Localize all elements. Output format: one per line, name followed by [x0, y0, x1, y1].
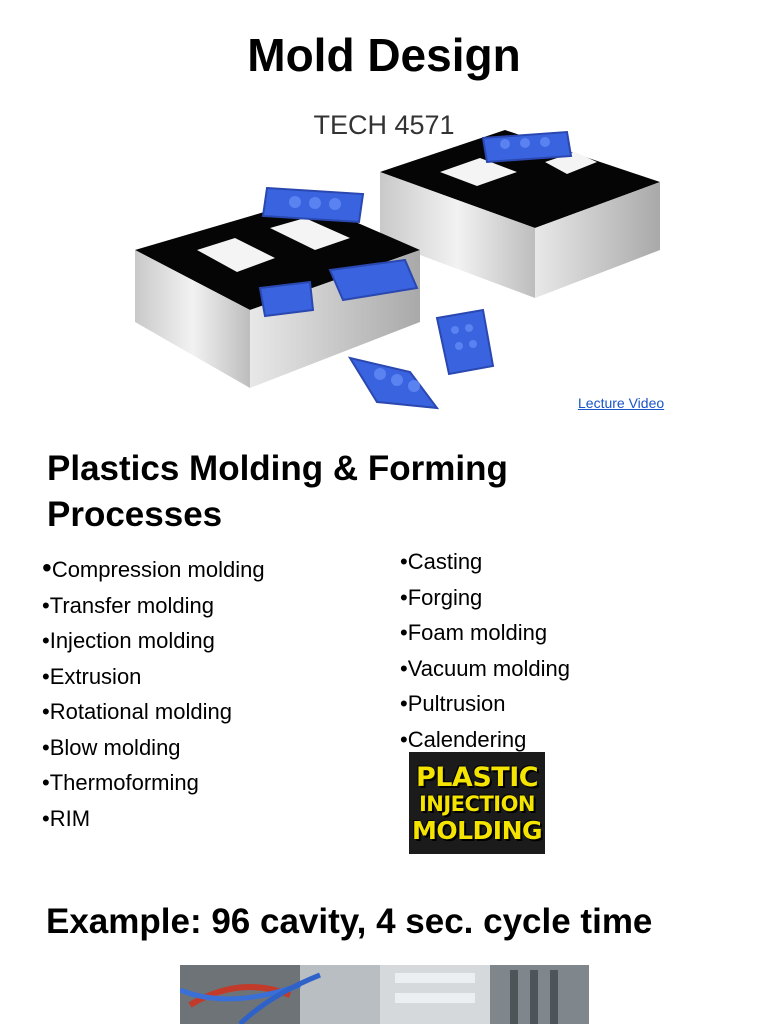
process-list-right: •Casting •Forging •Foam molding •Vacuum …	[400, 544, 570, 757]
list-item: •Compression molding	[42, 552, 265, 583]
bullet-icon: •	[400, 726, 408, 752]
bullet-icon: •	[42, 628, 50, 653]
bullet-icon: •	[400, 549, 408, 574]
slide-subtitle: TECH 4571	[313, 110, 455, 140]
list-item: •Vacuum molding	[400, 655, 570, 681]
bullet-icon: •	[400, 691, 408, 716]
bullet-icon: •	[42, 770, 50, 795]
list-item: •Pultrusion	[400, 691, 506, 716]
list-item: •Injection molding	[42, 628, 215, 653]
thumbnail-line-2: INJECTION	[418, 792, 536, 816]
bullet-icon: •	[400, 584, 408, 610]
section-heading: Plastics Molding & Forming Processes	[47, 449, 508, 534]
bullet-icon: •	[42, 663, 50, 689]
process-list-left: •Compression molding •Transfer molding •…	[42, 550, 265, 836]
bullet-icon: •	[42, 805, 50, 831]
list-item: •Casting	[400, 549, 483, 574]
bullet-icon: •	[400, 655, 408, 681]
lecture-video-link[interactable]: Lecture Video	[578, 395, 665, 411]
list-item: •Thermoforming	[42, 770, 199, 795]
bullet-icon: •	[42, 592, 50, 618]
bullet-icon: •	[42, 734, 50, 760]
bullet-icon: •	[42, 699, 50, 724]
list-item: •Transfer molding	[42, 592, 214, 618]
list-item: •Foam molding	[400, 620, 548, 645]
bullet-icon: •	[42, 552, 52, 583]
mold-illustration	[135, 130, 660, 410]
list-item: •Extrusion	[42, 663, 142, 689]
list-item: •Forging	[400, 584, 483, 610]
thumbnail-line-1: PLASTIC	[415, 762, 539, 793]
list-item: •Calendering	[400, 726, 527, 752]
right-mold-block	[380, 130, 660, 298]
list-item: •Blow molding	[42, 734, 181, 760]
example-heading: Example: 96 cavity, 4 sec. cycle time	[46, 902, 653, 941]
machine-photo	[180, 965, 589, 1024]
bullet-icon: •	[400, 620, 408, 645]
list-item: •RIM	[42, 805, 91, 831]
left-mold-block	[135, 200, 420, 388]
slide-title: Mold Design	[247, 29, 521, 81]
thumbnail-line-3: MOLDING	[411, 816, 543, 845]
list-item: •Rotational molding	[42, 699, 232, 724]
video-thumbnail[interactable]: PLASTIC INJECTION MOLDING	[409, 752, 545, 854]
